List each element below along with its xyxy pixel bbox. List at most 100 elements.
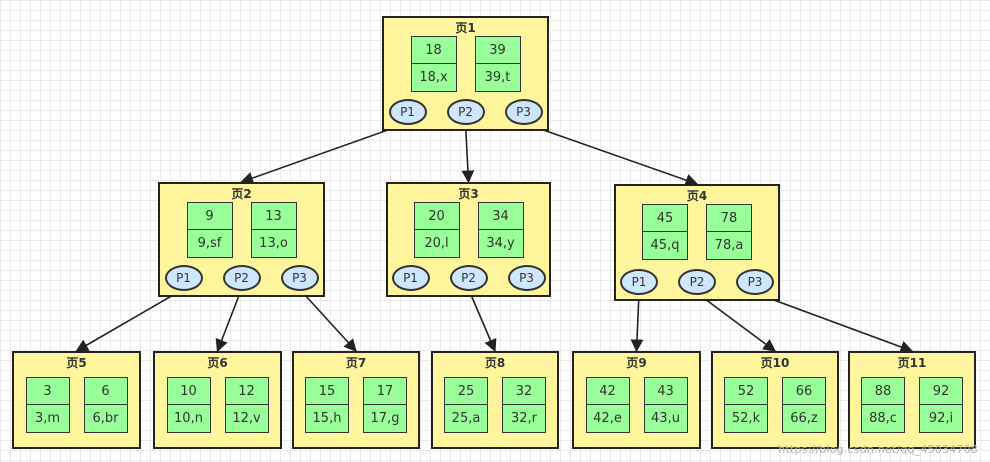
pointer-2: P2 xyxy=(446,99,485,125)
key-record: 88,c xyxy=(862,404,904,432)
page-node-p6: 页6 10 10,n 12 12,v xyxy=(153,351,282,449)
key-cell: 9 9,sf xyxy=(186,202,233,258)
key-value: 88 xyxy=(874,384,892,399)
pointer-3: P3 xyxy=(736,269,774,295)
key-value: 15 xyxy=(318,384,336,399)
key-record: 42,e xyxy=(586,404,629,432)
key-record: 10,n xyxy=(167,404,210,432)
edge-p4-to-p11 xyxy=(754,292,914,354)
pointer-3: P3 xyxy=(507,265,546,291)
page-title: 页3 xyxy=(458,187,479,201)
key-value: 18 xyxy=(425,43,442,58)
key-record: 6,br xyxy=(84,404,127,432)
key-record: 52,k xyxy=(725,404,767,432)
key-value: 52 xyxy=(737,384,755,399)
page-title: 页8 xyxy=(484,356,506,370)
edge-p1-to-p3 xyxy=(461,122,475,184)
key-value: 6 xyxy=(101,384,110,399)
key-value: 66 xyxy=(795,384,813,399)
pointer-1: P1 xyxy=(164,265,203,291)
edge-p2-to-p5 xyxy=(75,288,184,352)
key-value: 43 xyxy=(657,384,674,399)
key-value: 92 xyxy=(932,384,950,399)
page-title: 页11 xyxy=(897,356,927,370)
key-value: 17 xyxy=(376,384,394,399)
page-node-p11: 页11 88 88,c 92 92,i xyxy=(848,351,976,449)
key-cell: 17 17,g xyxy=(363,377,407,433)
page-node-p8: 页8 25 25,a 32 32,r xyxy=(431,351,559,449)
key-value: 9 xyxy=(205,209,214,224)
key-value: 13 xyxy=(265,209,282,224)
key-record: 13,o xyxy=(251,229,296,257)
pointer-1: P1 xyxy=(391,265,430,291)
key-record: 9,sf xyxy=(187,229,232,257)
key-cell: 45 45,q xyxy=(642,204,688,260)
pointer-2: P2 xyxy=(222,265,261,291)
key-record: 43,u xyxy=(644,404,687,432)
key-cell: 12 12,v xyxy=(224,377,269,433)
page-title: 页1 xyxy=(455,21,476,35)
edge-p3-to-p8 xyxy=(467,288,497,353)
key-cell: 39 39,t xyxy=(474,36,521,92)
key-cell: 52 52,k xyxy=(724,377,768,433)
key-record: 17,g xyxy=(364,404,406,432)
edge-p1-to-p2 xyxy=(240,122,408,185)
page-title: 页4 xyxy=(686,189,708,203)
key-record: 25,a xyxy=(445,404,487,432)
key-value: 12 xyxy=(238,384,255,399)
key-value: 39 xyxy=(489,43,506,58)
key-value: 32 xyxy=(515,384,533,399)
key-value: 45 xyxy=(656,211,674,226)
page-title: 页7 xyxy=(345,356,367,370)
page-title: 页5 xyxy=(66,356,87,370)
pointer-1: P1 xyxy=(388,99,427,125)
pointer-2: P2 xyxy=(449,265,488,291)
key-cell: 34 34,y xyxy=(477,202,524,258)
key-record: 12,v xyxy=(225,404,268,432)
page-title: 页9 xyxy=(626,356,647,370)
pointer-1: P1 xyxy=(620,269,658,295)
key-cell: 43 43,u xyxy=(643,377,688,433)
key-record: 45,q xyxy=(643,231,687,259)
key-record: 39,t xyxy=(475,63,520,91)
pointer-3: P3 xyxy=(280,265,319,291)
key-cell: 25 25,a xyxy=(444,377,488,433)
edge-p2-to-p6 xyxy=(215,288,243,353)
key-value: 3 xyxy=(43,384,52,399)
key-record: 92,i xyxy=(920,404,962,432)
page-title: 页6 xyxy=(207,356,228,370)
key-value: 20 xyxy=(428,209,445,224)
key-record: 34,y xyxy=(478,229,523,257)
key-record: 78,a xyxy=(707,231,751,259)
key-cell: 13 13,o xyxy=(250,202,297,258)
key-cell: 6 6,br xyxy=(83,377,128,433)
edge-p4-to-p9 xyxy=(630,292,644,353)
pointer-3: P3 xyxy=(504,99,543,125)
page-title: 页10 xyxy=(760,356,790,370)
edge-p1-to-p4 xyxy=(523,122,699,187)
watermark: https://blog.csdn.net/qq_45034708 xyxy=(778,443,978,456)
key-value: 25 xyxy=(457,384,475,399)
key-record: 32,r xyxy=(503,404,545,432)
key-cell: 10 10,n xyxy=(166,377,211,433)
key-value: 34 xyxy=(492,209,509,224)
key-cell: 88 88,c xyxy=(861,377,905,433)
key-cell: 32 32,r xyxy=(502,377,546,433)
edge-p4-to-p10 xyxy=(696,292,777,352)
key-record: 3,m xyxy=(26,404,69,432)
key-value: 10 xyxy=(180,384,197,399)
